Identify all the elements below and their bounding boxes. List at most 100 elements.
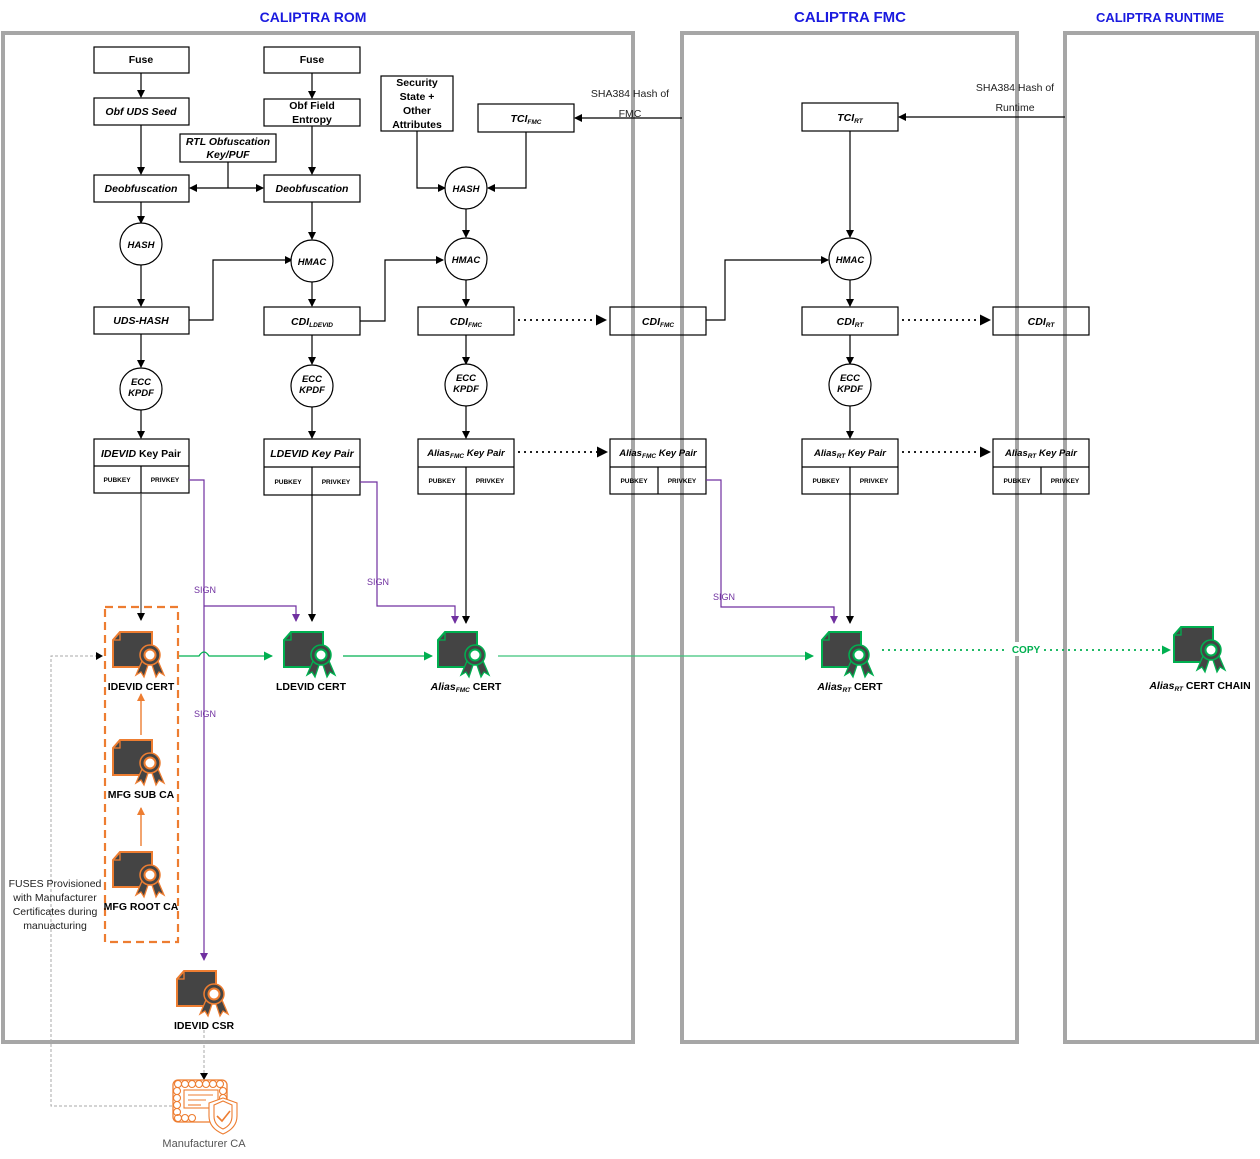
ldevid-cert-label: LDEVID CERT [276, 681, 347, 693]
alias-rt-cert-chain-label: AliasRT CERT CHAIN [1148, 680, 1250, 693]
pubkey-label-4: PUBKEY [620, 478, 648, 485]
security-state-box [380, 75, 454, 132]
alias-rt-cert-label: AliasRT CERT [816, 681, 883, 694]
lane-title-runtime: CALIPTRA RUNTIME [1096, 10, 1224, 25]
ecc-label-3: ECC [456, 373, 476, 384]
cdi-rt-label: CDIRT [837, 316, 865, 329]
privkey-label-6: PRIVKEY [1051, 478, 1080, 485]
obf-field-entropy-label-2: Entropy [292, 114, 332, 126]
ecc-label-4: ECC [840, 373, 860, 384]
kpdf-label-4: KPDF [837, 384, 863, 395]
mfg-root-ca-label: MFG ROOT CA [104, 901, 179, 913]
alias-rt-cert-icon [821, 631, 875, 679]
alias-rt-keypair-label-runtime: AliasRT Key Pair [1004, 448, 1078, 460]
sign-label-1: SIGN [194, 585, 216, 595]
hmac-label: HMAC [298, 257, 327, 268]
hash-label: HASH [128, 240, 156, 251]
rtl-obfuscation-label: RTL Obfuscation [186, 136, 270, 148]
cdi-rt-box-runtime [992, 306, 1090, 336]
alias-fmc-keypair-label: AliasFMC Key Pair [426, 448, 506, 460]
cdi-ldevid-label: CDILDEVID [291, 316, 333, 329]
kpdf-label: KPDF [128, 388, 154, 399]
alias-rt-keypair-label: AliasRT Key Pair [813, 448, 887, 460]
ecc-label-2: ECC [302, 374, 322, 385]
obf-field-entropy-label: Obf Field [289, 100, 335, 112]
alias-fmc-keypair-label-fmc: AliasFMC Key Pair [618, 448, 698, 460]
cdi-rt-box-fmc [801, 306, 899, 336]
security-state-label: Security [396, 77, 438, 89]
fmc-panel [680, 31, 1019, 1044]
fuse-box-uds [93, 46, 190, 74]
deobfuscation-label: Deobfuscation [105, 183, 178, 195]
sha384-fmc-label-2: FMC [619, 108, 642, 120]
hmac-label-2: HMAC [452, 255, 481, 266]
fuses-note-line1: FUSES Provisioned [9, 878, 102, 890]
idevid-keypair-label: IDEVID Key Pair [101, 448, 181, 460]
fuse-label-2: Fuse [300, 54, 325, 66]
cert-icons [112, 626, 1227, 1018]
kpdf-label-3: KPDF [453, 384, 479, 395]
lane-title-fmc: CALIPTRA FMC [794, 9, 906, 26]
ldevid-keypair-label: LDEVID Key Pair [270, 448, 354, 460]
manufacturer-ca-icon [172, 1079, 238, 1135]
mfg-root-ca-icon [112, 851, 166, 899]
security-state-label-4: Attributes [392, 119, 442, 131]
pubkey-label: PUBKEY [103, 477, 131, 484]
tci-rt-label: TCIRT [837, 112, 863, 125]
pubkey-label-5: PUBKEY [812, 478, 840, 485]
hmac-label-3: HMAC [836, 255, 865, 266]
alias-rt-cert-chain-icon [1173, 626, 1227, 674]
security-state-label-2: State + [400, 91, 435, 103]
fuses-note-line4: manuacturing [23, 920, 87, 932]
security-state-label-3: Other [403, 105, 431, 117]
alias-fmc-cert-label: AliasFMC CERT [430, 681, 502, 694]
obf-uds-seed-box [93, 97, 190, 126]
sign-label-3: SIGN [367, 577, 389, 587]
cdi-fmc-box-fmc [609, 306, 707, 336]
cdi-fmc-label: CDIFMC [450, 316, 482, 329]
mfg-sub-ca-label: MFG SUB CA [108, 789, 175, 801]
privkey-label-4: PRIVKEY [668, 478, 697, 485]
pubkey-label-2: PUBKEY [274, 479, 302, 486]
tci-fmc-label: TCIFMC [510, 113, 541, 126]
rom-panel [1, 31, 635, 1044]
cdi-ldevid-box [263, 306, 361, 336]
idevid-csr-label: IDEVID CSR [174, 1020, 235, 1032]
manufacturer-ca-label: Manufacturer CA [162, 1138, 246, 1150]
privkey-label: PRIVKEY [151, 477, 180, 484]
privkey-label-5: PRIVKEY [860, 478, 889, 485]
hash-label-2: HASH [453, 184, 481, 195]
ecc-label: ECC [131, 377, 151, 388]
kpdf-label-2: KPDF [299, 385, 325, 396]
privkey-label-2: PRIVKEY [322, 479, 351, 486]
fuses-note-line3: Certificates during [13, 906, 98, 918]
idevid-cert-icon [112, 631, 166, 679]
privkey-label-3: PRIVKEY [476, 478, 505, 485]
pubkey-label-3: PUBKEY [428, 478, 456, 485]
ldevid-cert-icon [283, 631, 337, 679]
sha384-fmc-label: SHA384 Hash of [591, 88, 669, 100]
cdi-fmc-box-rom [417, 306, 515, 336]
copy-label: COPY [1012, 645, 1041, 656]
uds-hash-label: UDS-HASH [113, 315, 169, 327]
idevid-csr-icon [176, 970, 230, 1018]
rtl-obfuscation-box [179, 133, 277, 163]
runtime-panel [1063, 31, 1259, 1044]
sign-label-4: SIGN [713, 592, 735, 602]
deobfuscation-label-2: Deobfuscation [276, 183, 349, 195]
obf-uds-seed-label: Obf UDS Seed [105, 106, 177, 118]
sha384-runtime-label: SHA384 Hash of [976, 82, 1054, 94]
pubkey-label-6: PUBKEY [1003, 478, 1031, 485]
sign-label-2: SIGN [194, 709, 216, 719]
rtl-obfuscation-label-2: Key/PUF [206, 149, 250, 161]
cdi-rt-label-runtime: CDIRT [1028, 316, 1056, 329]
sha384-runtime-label-2: Runtime [995, 102, 1034, 114]
fuses-note-line2: with Manufacturer [12, 892, 97, 904]
mfg-sub-ca-icon [112, 739, 166, 787]
fuse-box-field-entropy [263, 46, 361, 74]
alias-fmc-cert-icon [437, 631, 491, 679]
idevid-cert-label: IDEVID CERT [108, 681, 175, 693]
lane-title-rom: CALIPTRA ROM [260, 9, 367, 25]
deobfuscation-box-field [263, 174, 361, 203]
